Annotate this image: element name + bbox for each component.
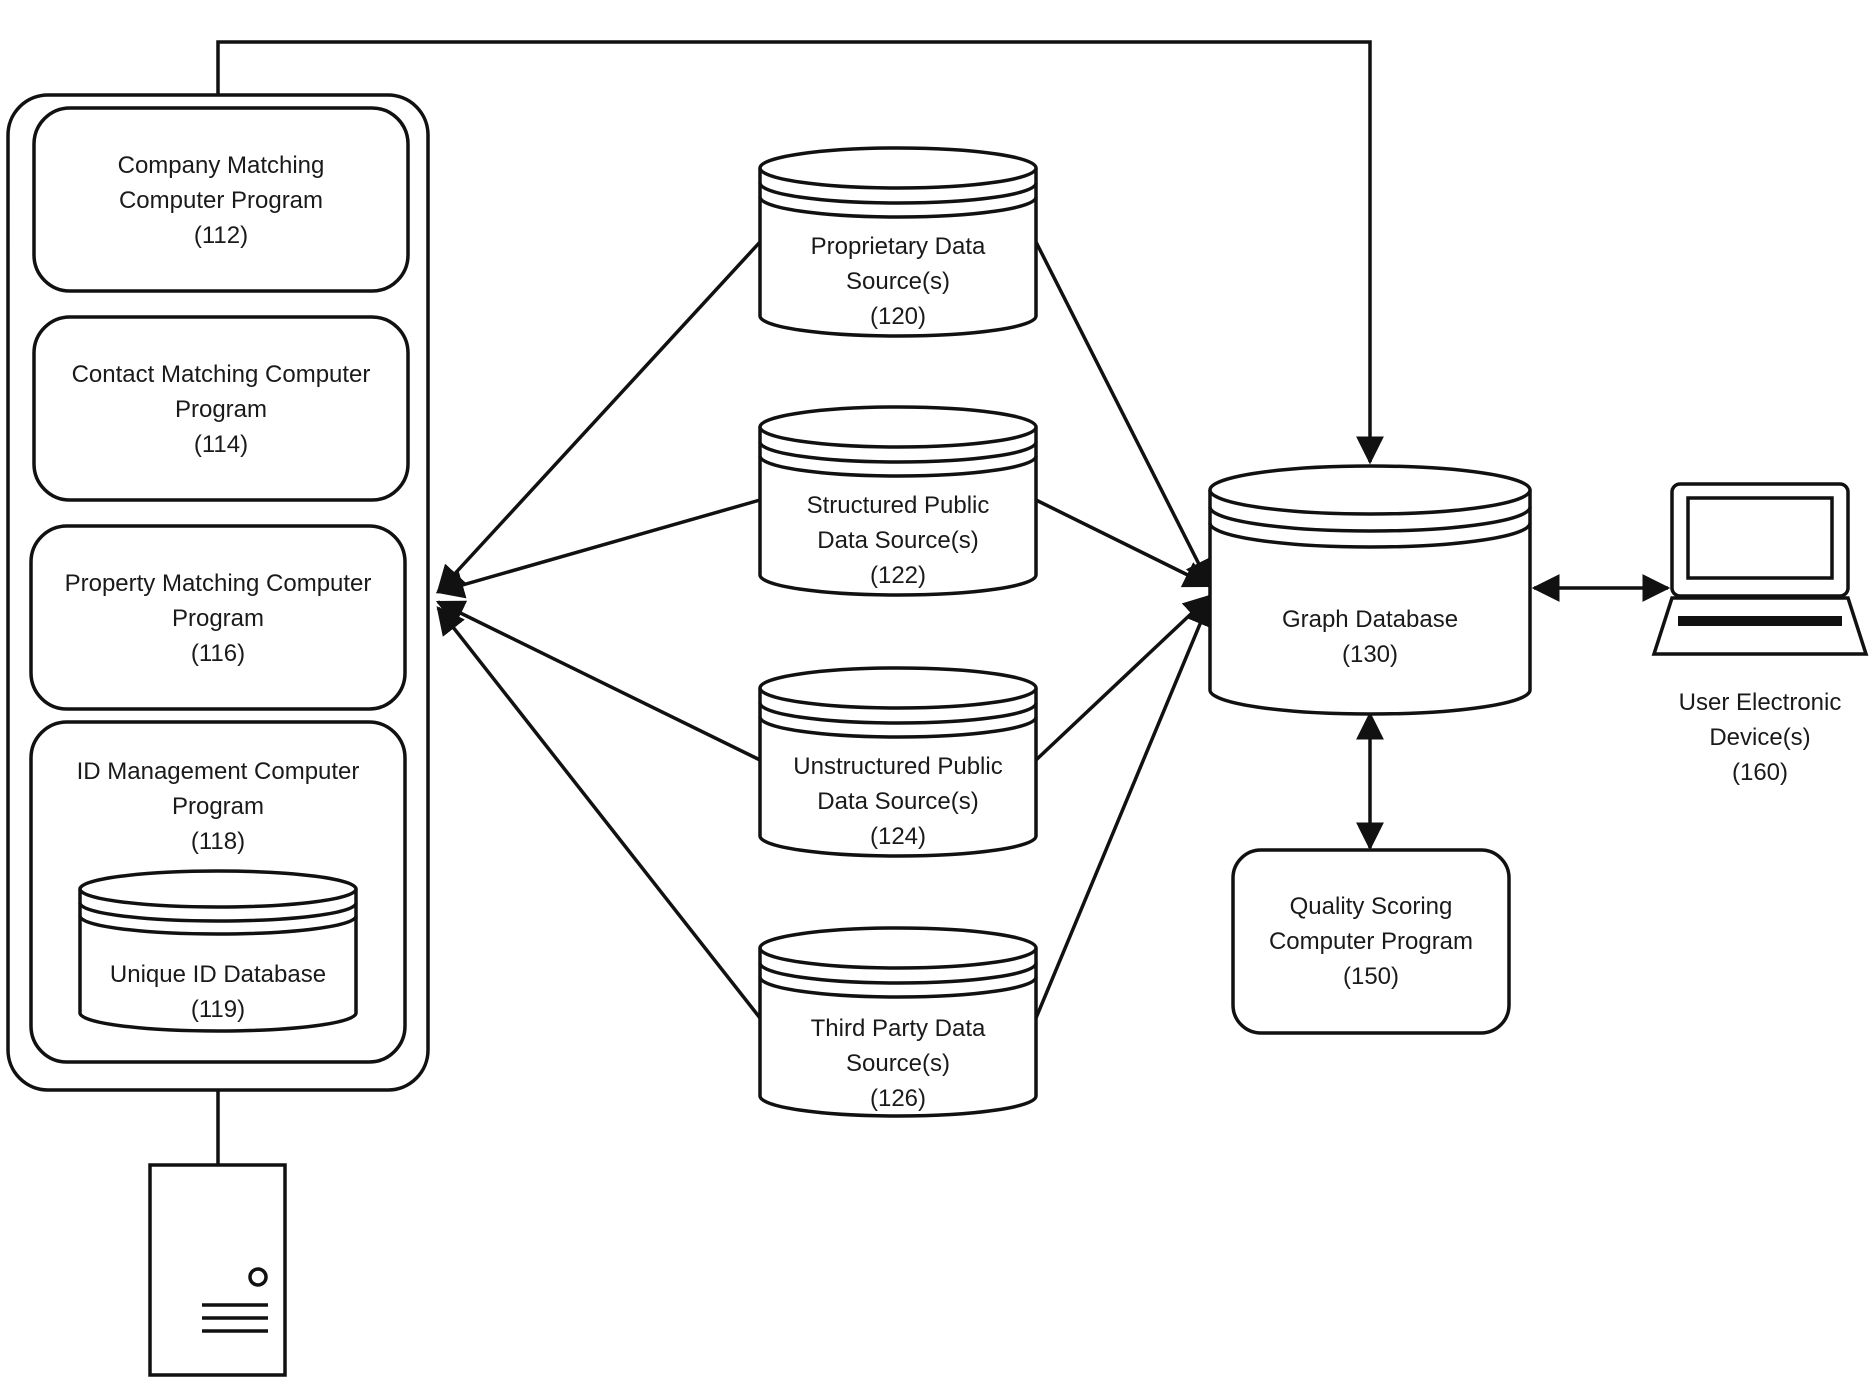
user-device-line2: Device(s) <box>1709 724 1810 751</box>
property-matching-line1: Property Matching Computer <box>65 570 372 597</box>
graph-database-label: Graph Database <box>1282 606 1458 633</box>
contact-matching-ref: (114) <box>194 431 248 458</box>
company-matching-line1: Company Matching <box>118 152 325 179</box>
unstructured-ref: (124) <box>870 823 926 850</box>
company-matching-line2: Computer Program <box>119 187 323 214</box>
quality-scoring-line2: Computer Program <box>1269 928 1473 955</box>
proprietary-ref: (120) <box>870 303 926 330</box>
id-management-ref: (118) <box>191 828 245 855</box>
proprietary-to-graph-arrow <box>1036 242 1210 586</box>
unique-id-db-label: Unique ID Database <box>110 961 326 988</box>
quality-scoring-program: Quality Scoring Computer Program (150) <box>1233 850 1509 1033</box>
graph-database-cylinder: Graph Database (130) <box>1210 466 1530 714</box>
property-matching-line2: Program <box>172 605 264 632</box>
unique-id-database-cylinder: Unique ID Database (119) <box>80 871 356 1031</box>
contact-matching-line2: Program <box>175 396 267 423</box>
proprietary-data-source-cylinder: Proprietary Data Source(s) (120) <box>760 148 1036 336</box>
id-management-program: ID Management Computer Program (118) Uni… <box>31 722 405 1062</box>
company-matching-program: Company Matching Computer Program (112) <box>34 108 408 291</box>
property-matching-ref: (116) <box>191 640 245 667</box>
structured-to-graph-arrow <box>1036 500 1210 586</box>
structured-line2: Data Source(s) <box>817 527 978 554</box>
property-matching-program: Property Matching Computer Program (116) <box>31 526 405 709</box>
proprietary-to-server-arrow <box>438 242 760 592</box>
server-program-group: Company Matching Computer Program (112) … <box>8 95 428 1090</box>
user-device-ref: (160) <box>1732 759 1788 786</box>
company-matching-ref: (112) <box>194 222 248 249</box>
laptop-icon <box>1654 484 1866 654</box>
user-device-line1: User Electronic <box>1679 689 1842 716</box>
structured-ref: (122) <box>870 562 926 589</box>
structured-to-server-arrow <box>438 500 760 592</box>
graph-database-ref: (130) <box>1342 641 1398 668</box>
unstructured-line2: Data Source(s) <box>817 788 978 815</box>
id-management-line1: ID Management Computer <box>77 758 360 785</box>
quality-scoring-ref: (150) <box>1343 963 1399 990</box>
quality-scoring-line1: Quality Scoring <box>1290 893 1453 920</box>
unstructured-public-data-source-cylinder: Unstructured Public Data Source(s) (124) <box>760 668 1036 856</box>
unstructured-to-graph-arrow <box>1036 596 1210 760</box>
contact-matching-program: Contact Matching Computer Program (114) <box>34 317 408 500</box>
structured-public-data-source-cylinder: Structured Public Data Source(s) (122) <box>760 407 1036 595</box>
server-tower-icon <box>150 1165 285 1375</box>
id-management-line2: Program <box>172 793 264 820</box>
contact-matching-line1: Contact Matching Computer <box>72 361 371 388</box>
unstructured-line1: Unstructured Public <box>793 753 1002 780</box>
third-party-line1: Third Party Data <box>811 1015 986 1042</box>
third-party-to-server-arrow <box>438 608 760 1018</box>
unique-id-db-ref: (119) <box>191 996 245 1023</box>
proprietary-line2: Source(s) <box>846 268 950 295</box>
third-party-to-graph-arrow <box>1036 600 1210 1018</box>
third-party-ref: (126) <box>870 1085 926 1112</box>
third-party-data-source-cylinder: Third Party Data Source(s) (126) <box>760 928 1036 1116</box>
structured-line1: Structured Public <box>807 492 990 519</box>
third-party-line2: Source(s) <box>846 1050 950 1077</box>
unstructured-to-server-arrow <box>438 602 760 760</box>
proprietary-line1: Proprietary Data <box>811 233 986 260</box>
